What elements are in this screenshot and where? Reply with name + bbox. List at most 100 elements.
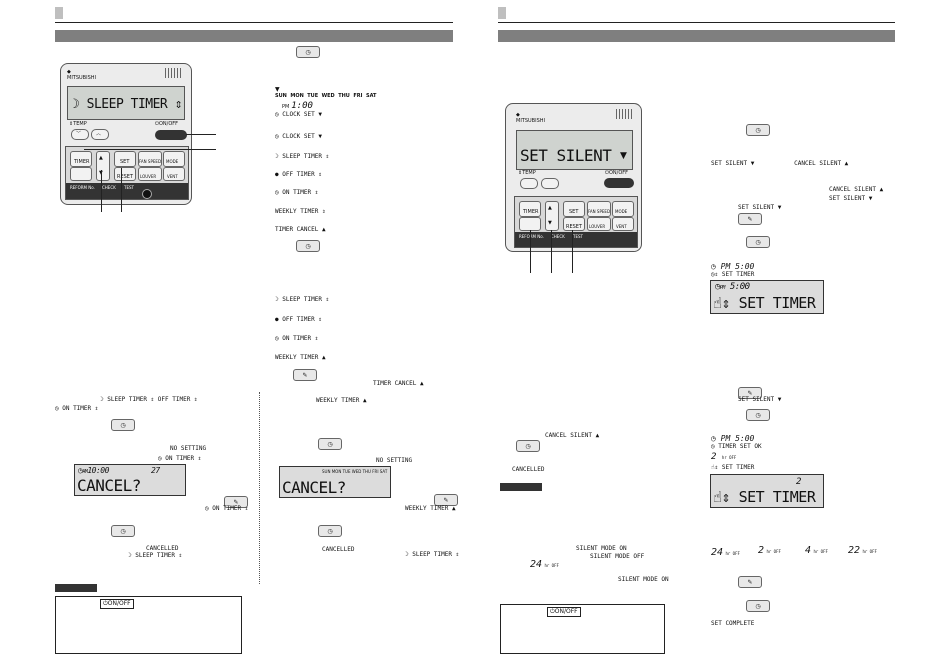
note-label-bar xyxy=(55,584,97,592)
lcd-text: ☽ SLEEP TIMER ⇕ xyxy=(72,97,182,112)
brand-logo: ◆ MITSUBISHI xyxy=(516,112,545,124)
pm-time: ◷ PM 5:00 xyxy=(711,262,755,271)
days-row: SUN MON TUE WED THU FRI SAT xyxy=(275,93,377,99)
lcd-screen: ☽ SLEEP TIMER ⇕ xyxy=(67,86,185,120)
col-b-sleep-timer: ☽ SLEEP TIMER ⇕ xyxy=(405,551,460,558)
timer-button[interactable]: TIMER xyxy=(519,201,541,217)
column-divider xyxy=(259,392,260,584)
menu2-on-timer: ◷ ON TIMER ⇕ xyxy=(275,335,319,342)
set-silent-pair: SET SILENT ▼ CANCEL SILENT ▲ xyxy=(711,160,849,167)
menu2-weekly-timer: WEEKLY TIMER ▲ xyxy=(275,354,326,361)
set-button-icon-3: ✎ xyxy=(293,369,317,381)
col-a-on-timer: ◷ ON TIMER ⇕ xyxy=(158,455,202,462)
col-a-line1: ☽ SLEEP TIMER ⇕ OFF TIMER ⇕ xyxy=(100,396,198,403)
reset-button[interactable]: RESET xyxy=(114,167,136,181)
onoff-button[interactable] xyxy=(155,130,187,140)
mode-button[interactable]: MODE xyxy=(612,201,634,217)
day-indicator: ▼ xyxy=(275,86,280,93)
set-button-icon-a2: ✎ xyxy=(224,496,248,508)
set-button[interactable]: SET xyxy=(563,201,585,217)
temp-up-button[interactable] xyxy=(541,178,559,189)
left-section-bar xyxy=(55,30,453,42)
timer-cancel-ref: TIMER CANCEL ▲ xyxy=(373,380,424,387)
set-button-icon-b: ◷ xyxy=(318,438,342,450)
fan-speed-button[interactable]: FAN SPEED xyxy=(587,201,611,217)
left-set-button-icon: ◷ xyxy=(516,440,540,452)
keypad: TIMER ▲▼ SET RESET FAN SPEED LOUVER MODE… xyxy=(65,146,189,200)
updown-button[interactable]: ▲▼ xyxy=(545,201,559,231)
col-b-cancelled: CANCELLED xyxy=(322,546,355,553)
note-label-bar-right xyxy=(500,483,542,491)
col-a-no-setting: NO SETTING xyxy=(170,445,207,452)
col-b-weekly-ref: WEEKLY TIMER ▲ xyxy=(405,505,456,512)
lcd-set-timer-1: ◷PM 5:00 ☝⇕ SET TIMER xyxy=(710,280,824,314)
menu-sleep-timer: ☽ SLEEP TIMER ⇕ xyxy=(275,153,330,160)
vent-button[interactable]: VENT xyxy=(163,167,185,181)
temp-label: ⇕TEMP xyxy=(69,121,87,127)
temp-label: ⇕TEMP xyxy=(518,170,536,176)
updown-button[interactable]: ▲▼ xyxy=(96,151,110,181)
silent-mode-on-2: SILENT MODE ON xyxy=(618,576,669,583)
service-strip: REFORM No. CHECK TEST xyxy=(66,183,188,199)
reset-button[interactable]: RESET xyxy=(563,217,585,231)
timer-minus-button[interactable] xyxy=(70,167,92,181)
vent-button[interactable]: VENT xyxy=(612,217,634,231)
timer-button[interactable]: TIMER xyxy=(70,151,92,167)
hours-24: 24 hr OFF xyxy=(711,547,740,558)
callout-line-up xyxy=(101,170,102,212)
fan-speed-button[interactable]: FAN SPEED xyxy=(138,151,162,167)
hours-4: 4 hr OFF xyxy=(805,545,828,556)
set-silent: SET SILENT ▼ xyxy=(829,195,873,202)
silent-mode-on: SILENT MODE ON xyxy=(576,545,627,552)
clock-readout: PM 1:00 xyxy=(282,101,313,111)
col-b-no-setting: NO SETTING xyxy=(376,457,413,464)
hours-22: 22 hr OFF xyxy=(848,545,877,556)
menu2-sleep-timer: ☽ SLEEP TIMER ⇕ xyxy=(275,296,330,303)
edit-button-icon-2: ✎ xyxy=(738,387,762,399)
mode-button[interactable]: MODE xyxy=(163,151,185,167)
set-button-icon-4: ◷ xyxy=(746,600,770,612)
set-button-icon-3: ◷ xyxy=(746,409,770,421)
lcd-cancel-a: ◷AM10:00 27 CANCEL? xyxy=(74,464,186,496)
timer-set-ok: ◷ TIMER SET OK xyxy=(711,443,762,450)
remote-control-right: ◆ MITSUBISHI SET SILENT ▼ ⇕TEMP ⏻ON/OFF … xyxy=(505,103,642,252)
menu-clock-set-b: ◷ CLOCK SET ▼ xyxy=(275,133,322,140)
timer-minus-button[interactable] xyxy=(519,217,541,231)
set-silent-3: SET SILENT ▼ xyxy=(738,396,782,403)
louver-button[interactable]: LOUVER xyxy=(138,167,162,181)
onoff-badge: ⏻ON/OFF xyxy=(100,599,134,609)
note-box-right: ⏻ON/OFF xyxy=(500,604,665,654)
hr-off: 2 hr OFF xyxy=(711,452,737,462)
set-button-icon-b3: ◷ xyxy=(318,525,342,537)
set-timer-small-2: ☝⇕ SET TIMER xyxy=(711,464,755,471)
menu-on-timer: ◷ ON TIMER ⇕ xyxy=(275,189,319,196)
menu-clock-set-a: ◷ CLOCK SET ▼ xyxy=(275,111,322,118)
left-header-rule xyxy=(55,22,453,23)
set-timer-small: ◷⇕ SET TIMER xyxy=(711,271,755,278)
temp-down-button[interactable] xyxy=(520,178,538,189)
lcd-set-timer-2: 2 ☝⇕ SET TIMER xyxy=(710,474,824,508)
onoff-label: ⏻ON/OFF xyxy=(605,170,629,176)
keypad: TIMER ▲▼ SET RESET FAN SPEED LOUVER MODE… xyxy=(514,196,638,248)
callout-line-onoff xyxy=(186,134,216,135)
lcd-cancel-b: SUN MON TUE WED THU FRI SAT CANCEL? xyxy=(279,466,391,498)
temp-up-button[interactable]: ︿ xyxy=(91,129,109,140)
louver-button[interactable]: LOUVER xyxy=(587,217,611,231)
onoff-button[interactable] xyxy=(604,178,634,188)
right-header-rule xyxy=(498,22,895,23)
speaker-grille xyxy=(165,68,183,78)
onoff-label: ⏻ON/OFF xyxy=(155,121,179,127)
right-section-bar xyxy=(498,30,895,42)
set-button-icon-b2: ✎ xyxy=(434,494,458,506)
set-button-icon-2: ◷ xyxy=(296,240,320,252)
temp-down-button[interactable]: ﹀ xyxy=(71,129,89,140)
set-button-icon: ◷ xyxy=(296,46,320,58)
service-strip: REFORM No. CHECK TEST xyxy=(515,232,637,247)
set-button[interactable]: SET xyxy=(114,151,136,167)
callout-line-set xyxy=(121,168,122,212)
menu-timer-cancel: TIMER CANCEL ▲ xyxy=(275,226,326,233)
col-a-sleep-timer: ☽ SLEEP TIMER ⇕ xyxy=(128,552,183,559)
lcd-text: SET SILENT xyxy=(520,146,612,165)
set-button-icon-a3: ◷ xyxy=(111,525,135,537)
set-button-icon: ◷ xyxy=(746,124,770,136)
